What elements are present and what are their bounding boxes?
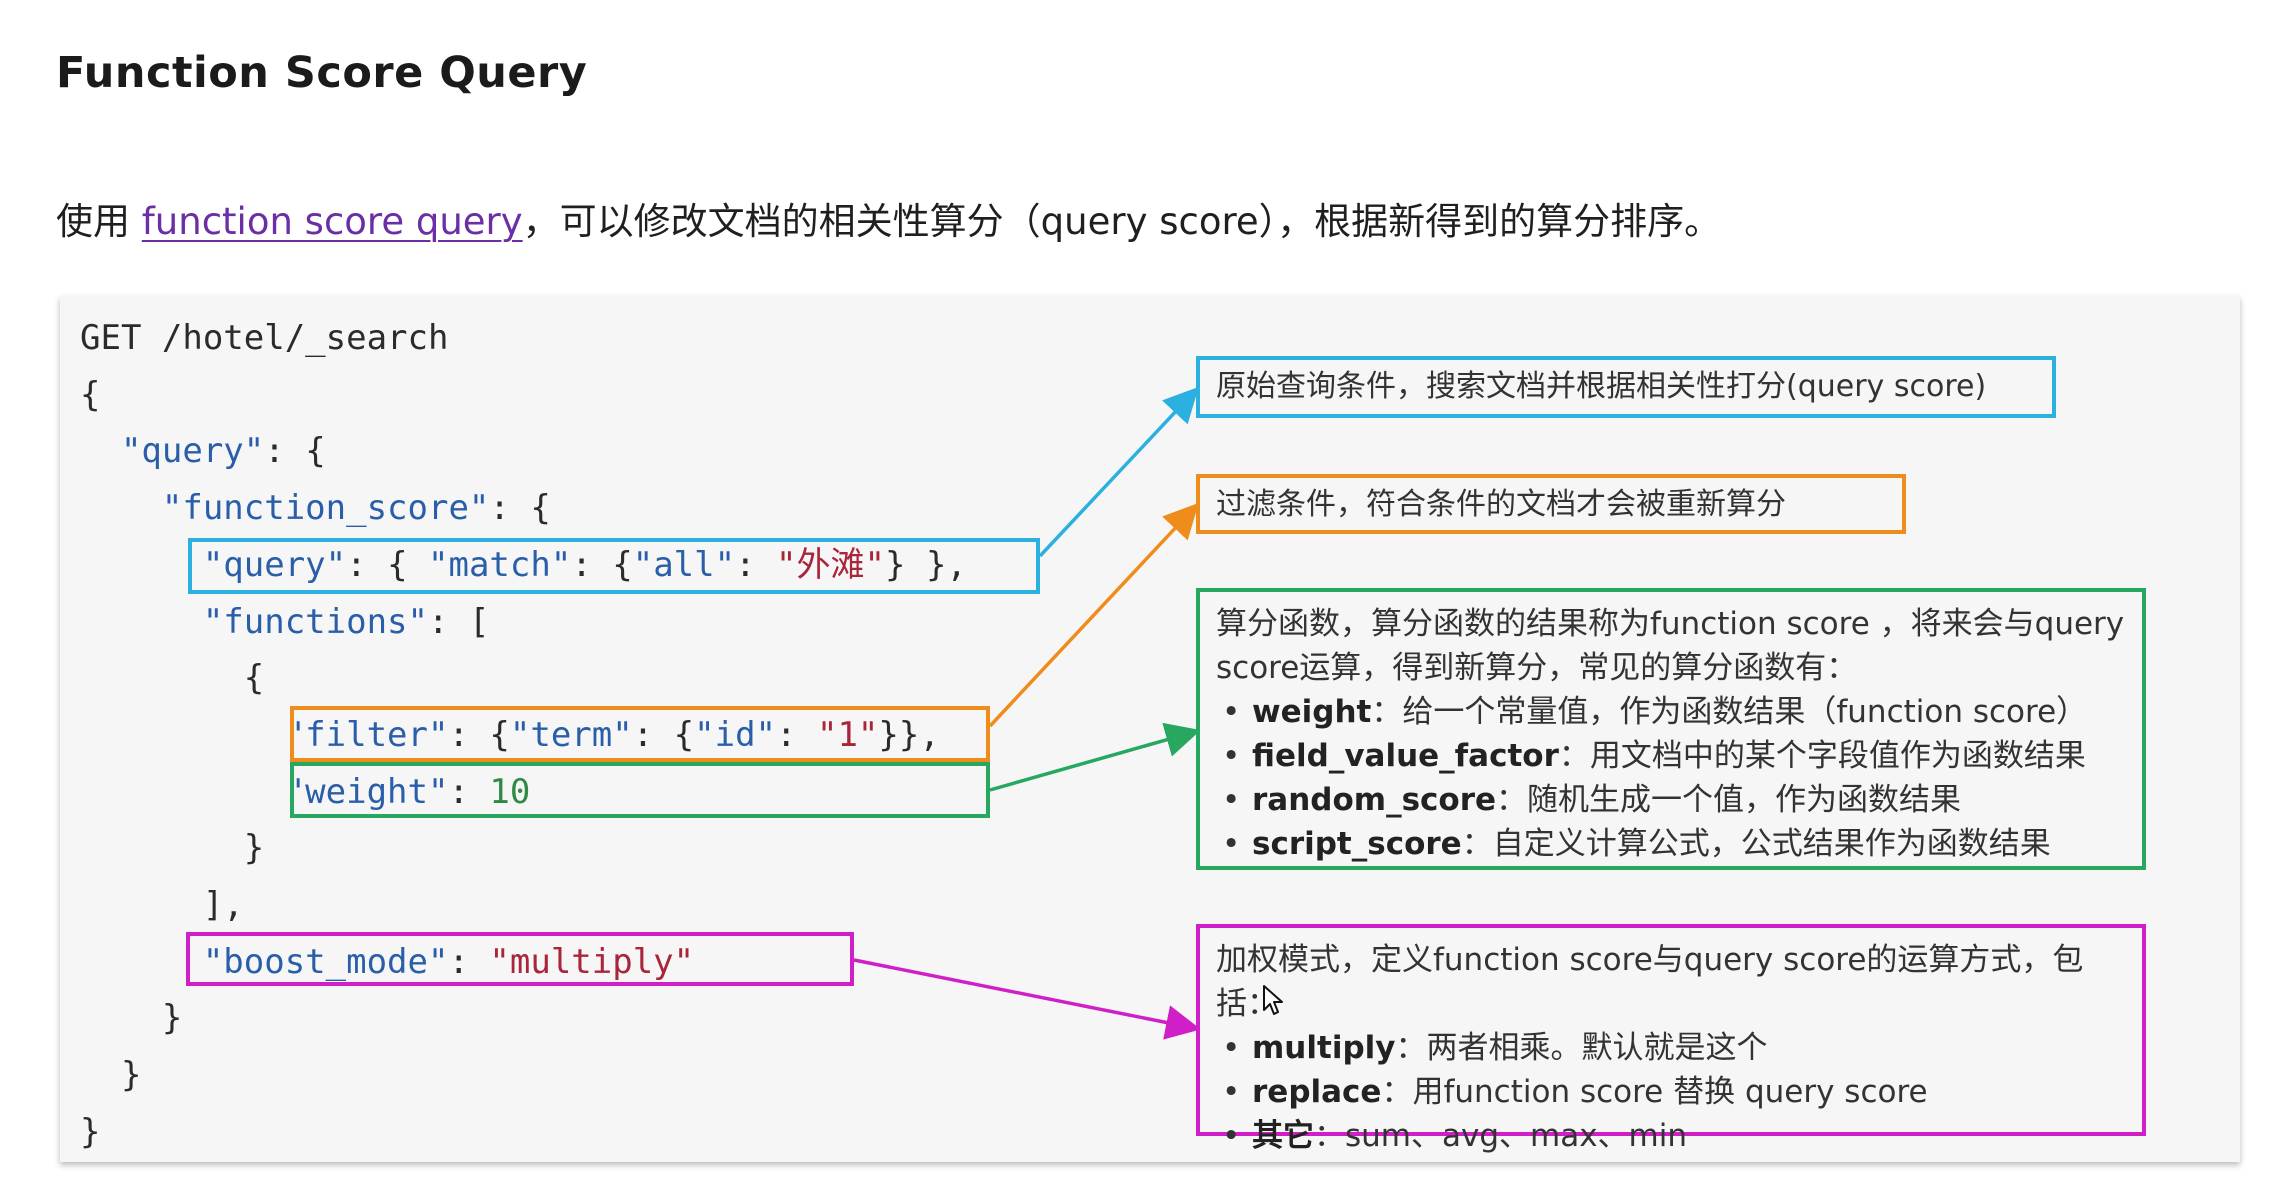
code-line: "boost_mode": "multiply"	[80, 934, 694, 990]
code-token: : {	[264, 431, 326, 472]
code-token: "filter"	[284, 714, 449, 755]
code-token: }	[80, 828, 265, 869]
query-note-text: 原始查询条件，搜索文档并根据相关性打分(query score)	[1216, 369, 1987, 404]
code-line: }	[80, 990, 182, 1046]
query-highlight-box	[188, 538, 1040, 594]
code-token: }	[80, 998, 183, 1039]
code-token: : {	[489, 488, 551, 529]
code-line: "query": {	[80, 423, 326, 479]
mouse-cursor-icon	[1263, 985, 1283, 1015]
code-token: }	[80, 1055, 142, 1096]
code-token: "multiply"	[489, 941, 695, 982]
code-line: "query": { "match": {"all": "外滩"} },	[80, 537, 967, 593]
code-token: : [	[428, 601, 490, 642]
query-arrow	[1038, 386, 1199, 558]
intro-suffix: ，可以修改文档的相关性算分（query score），根据新得到的算分排序。	[522, 200, 1722, 243]
weight-arrow	[989, 722, 1201, 792]
filter-note: 过滤条件，符合条件的文档才会被重新算分	[1196, 474, 1906, 534]
code-token: {	[80, 658, 265, 699]
boost-mode-arrow	[853, 958, 1201, 1040]
boost-mode-highlight-box	[186, 932, 854, 986]
code-token: 10	[489, 771, 531, 812]
code-line: GET /hotel/_search	[80, 310, 448, 366]
code-token: "外滩"	[776, 544, 885, 585]
code-token: :	[735, 544, 777, 585]
code-token: "all"	[632, 544, 736, 585]
code-token: : {	[346, 544, 429, 585]
code-token: "1"	[816, 714, 879, 755]
code-line: "weight": 10	[80, 764, 531, 820]
list-item: 其它：sum、avg、max、min	[1216, 1114, 2126, 1158]
code-token: } },	[885, 544, 967, 585]
code-token: "match"	[428, 544, 572, 585]
filter-arrow	[988, 502, 1199, 728]
code-token: :	[776, 714, 817, 755]
code-token: "query"	[120, 431, 265, 472]
code-token: }},	[878, 714, 940, 755]
code-token: "boost_mode"	[202, 941, 449, 982]
code-token: "functions"	[202, 601, 428, 642]
list-item: replace：用function score 替换 query score	[1216, 1070, 2126, 1114]
filter-note-text: 过滤条件，符合条件的文档才会被重新算分	[1216, 487, 1786, 522]
code-line: {	[80, 650, 264, 706]
functions-note: 算分函数，算分函数的结果称为function score ，将来会与query …	[1196, 588, 2146, 870]
intro-prefix: 使用	[56, 200, 142, 243]
boost-mode-note: 加权模式，定义function score与query score的运算方式，包…	[1196, 924, 2146, 1158]
code-token: "weight"	[284, 771, 449, 812]
list-item: weight：给一个常量值，作为函数结果（function score）	[1216, 690, 2126, 734]
code-token: "id"	[694, 714, 777, 755]
filter-highlight-box	[290, 706, 990, 762]
functions-list: weight：给一个常量值，作为函数结果（function score） fie…	[1216, 690, 2126, 866]
boost-mode-list: multiply：两者相乘。默认就是这个 replace：用function s…	[1216, 1026, 2126, 1158]
list-item: random_score：随机生成一个值，作为函数结果	[1216, 778, 2126, 822]
code-token: GET /hotel/_search	[80, 318, 449, 358]
weight-highlight-box	[290, 762, 990, 818]
code-token: :	[448, 941, 490, 982]
code-token: ],	[80, 885, 244, 925]
list-item: multiply：两者相乘。默认就是这个	[1216, 1026, 2126, 1070]
code-line: "filter": {"term": {"id": "1"}},	[80, 707, 940, 763]
boost-mode-note-intro: 加权模式，定义function score与query score的运算方式，包…	[1216, 942, 2084, 1022]
code-token: : {	[571, 544, 633, 585]
code-line: ],	[80, 877, 244, 933]
code-line: "function_score": {	[80, 480, 551, 536]
code-token: : {	[448, 714, 510, 755]
code-token: "function_score"	[161, 488, 490, 529]
code-token: :	[448, 771, 490, 812]
intro-paragraph: 使用 function score query，可以修改文档的相关性算分（que…	[56, 196, 1721, 248]
code-line: }	[80, 820, 264, 876]
code-token: "term"	[509, 714, 633, 755]
function-score-query-link[interactable]: function score query	[141, 200, 523, 243]
code-token: }	[80, 1111, 101, 1152]
code-line: "functions": [	[80, 594, 490, 650]
code-token: "query"	[202, 544, 347, 585]
query-note: 原始查询条件，搜索文档并根据相关性打分(query score)	[1196, 356, 2056, 418]
list-item: script_score：自定义计算公式，公式结果作为函数结果	[1216, 822, 2126, 866]
code-line: }	[80, 1047, 141, 1103]
page-title: Function Score Query	[56, 48, 588, 98]
list-item: field_value_factor：用文档中的某个字段值作为函数结果	[1216, 734, 2126, 778]
code-token: : {	[632, 714, 695, 755]
code-token: {	[80, 374, 101, 415]
functions-note-intro: 算分函数，算分函数的结果称为function score ，将来会与query …	[1216, 606, 2125, 686]
code-line: }	[80, 1104, 100, 1160]
code-line: {	[80, 367, 100, 423]
